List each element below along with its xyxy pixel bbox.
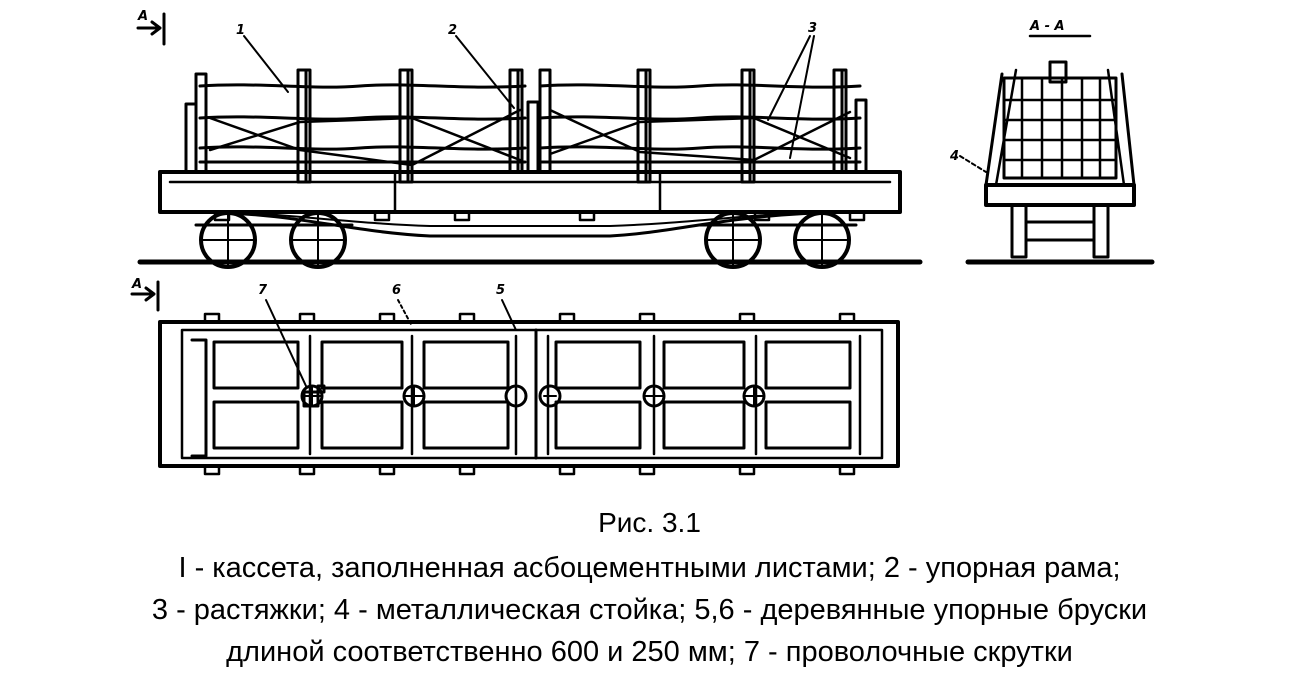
wire-twists [300, 384, 766, 408]
label-6: 6 [392, 283, 401, 298]
label-2: 2 [448, 23, 457, 38]
figure-caption-title: Рис. 3.1 [598, 507, 701, 538]
tension-wires [208, 108, 852, 167]
stakes [184, 68, 868, 184]
label-section-a-bottom: А [131, 277, 142, 292]
label-section-a-top: А [137, 9, 148, 24]
plan-cells-left [212, 340, 510, 450]
platform-deck [158, 170, 902, 214]
label-7: 7 [258, 283, 268, 298]
bogie-left [194, 211, 354, 269]
cassette-left [198, 83, 527, 164]
plan-cells-right [554, 340, 852, 450]
side-view [136, 12, 923, 269]
figure-caption-line-1: I - кассета, заполненная асбоцементными … [178, 552, 1121, 584]
end-view [959, 34, 1155, 265]
bogie-right [698, 211, 858, 269]
figure-caption-line-2: 3 - растяжки; 4 - металлическая стойка; … [151, 594, 1148, 626]
plan-view [130, 280, 900, 476]
label-4: 4 [949, 149, 959, 164]
cassette-right [538, 83, 862, 164]
figure-labels: А А А - А 1 2 3 4 5 6 7 [131, 9, 1065, 298]
wagon-drawing: А А А - А 1 2 3 4 5 6 7 [130, 9, 1155, 476]
figure-caption-line-3: длиной соответственно 600 и 250 мм; 7 - … [226, 636, 1073, 668]
plan-frame [158, 320, 900, 468]
label-1: 1 [236, 23, 245, 38]
label-5: 5 [496, 283, 505, 298]
label-section-title: А - А [1029, 19, 1065, 34]
label-3: 3 [808, 21, 817, 36]
